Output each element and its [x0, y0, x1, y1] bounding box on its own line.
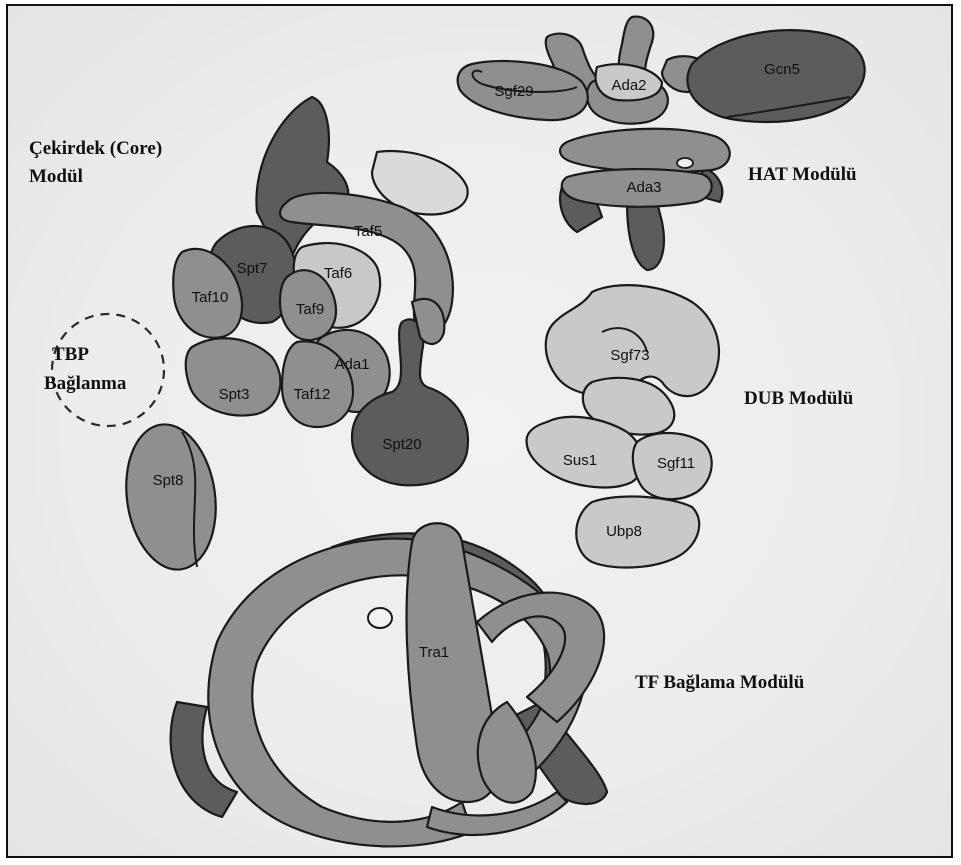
hat-module-label: HAT Modülü: [748, 164, 857, 185]
ubp8-label: Ubp8: [606, 523, 642, 540]
diagram-frame: Tra1 Spt8 TBP Bağlanma Taf5 Taf6: [6, 4, 953, 858]
tra1-protein: [171, 523, 607, 846]
spt20-label: Spt20: [382, 436, 421, 453]
sgf29-label: Sgf29: [494, 83, 533, 100]
sgf73-label: Sgf73: [610, 347, 649, 364]
spt8-protein: [117, 419, 224, 576]
core-module-label-line1: Çekirdek (Core): [29, 138, 162, 159]
spt3-label: Spt3: [219, 386, 250, 403]
sgf11-label: Sgf11: [657, 455, 695, 472]
saga-complex-diagram: Tra1 Spt8 TBP Bağlanma Taf5 Taf6: [8, 6, 953, 858]
tbp-label-line2: Bağlanma: [44, 373, 127, 394]
taf6-label: Taf6: [324, 265, 352, 282]
taf12-label: Taf12: [294, 386, 331, 403]
dub-module-label: DUB Modülü: [744, 388, 854, 409]
spt7-label: Spt7: [237, 260, 268, 277]
tf-module-label: TF Bağlama Modülü: [635, 672, 805, 693]
hat-module-proteins: [458, 17, 865, 270]
core-module-label-line2: Modül: [29, 166, 83, 187]
ada1-label: Ada1: [334, 356, 369, 373]
taf9-label: Taf9: [296, 301, 324, 318]
tra1-label: Tra1: [419, 644, 449, 661]
taf5-label: Taf5: [354, 223, 382, 240]
taf10-label: Taf10: [192, 289, 229, 306]
sus1-label: Sus1: [563, 452, 597, 469]
spt8-label: Spt8: [153, 472, 184, 489]
tbp-binding-circle: [52, 314, 164, 426]
ada2-label: Ada2: [611, 77, 646, 94]
gcn5-label: Gcn5: [764, 61, 800, 78]
tbp-label-line1: TBP: [52, 344, 89, 365]
ada3-label: Ada3: [626, 179, 661, 196]
